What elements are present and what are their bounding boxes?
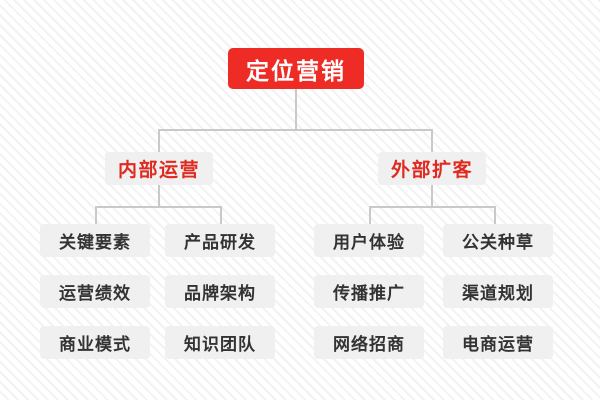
node-leaf-channel-planning[interactable]: 渠道规划 — [443, 275, 553, 308]
connector-right-col1-drop — [369, 206, 371, 224]
connector-branch-left-drop — [158, 129, 160, 152]
node-leaf-brand-architecture[interactable]: 品牌架构 — [165, 275, 275, 308]
node-leaf-pr-seeding[interactable]: 公关种草 — [443, 224, 553, 257]
node-leaf-communication-promotion[interactable]: 传播推广 — [314, 275, 424, 308]
node-leaf-operating-performance[interactable]: 运营绩效 — [40, 275, 150, 308]
node-leaf-business-model[interactable]: 商业模式 — [40, 326, 150, 359]
connector-left-bar — [95, 206, 221, 208]
connector-left-col2-drop — [220, 206, 222, 224]
node-leaf-online-recruitment[interactable]: 网络招商 — [314, 326, 424, 359]
node-leaf-knowledge-team[interactable]: 知识团队 — [165, 326, 275, 359]
connector-right-stem — [431, 184, 433, 207]
node-root[interactable]: 定位营销 — [228, 48, 364, 89]
connector-left-stem — [158, 184, 160, 207]
connector-left-col1-drop — [95, 206, 97, 224]
node-leaf-product-rnd[interactable]: 产品研发 — [165, 224, 275, 257]
connector-right-bar — [369, 206, 495, 208]
connector-root-stem — [295, 88, 297, 130]
node-leaf-user-experience[interactable]: 用户体验 — [314, 224, 424, 257]
node-branch-external-acquisition[interactable]: 外部扩客 — [378, 152, 486, 185]
node-leaf-key-elements[interactable]: 关键要素 — [40, 224, 150, 257]
connector-branch-right-drop — [431, 129, 433, 152]
connector-right-col2-drop — [494, 206, 496, 224]
node-branch-internal-operations[interactable]: 内部运营 — [105, 152, 213, 185]
connector-branch-bar — [158, 129, 432, 131]
node-leaf-ecommerce-operations[interactable]: 电商运营 — [443, 326, 553, 359]
